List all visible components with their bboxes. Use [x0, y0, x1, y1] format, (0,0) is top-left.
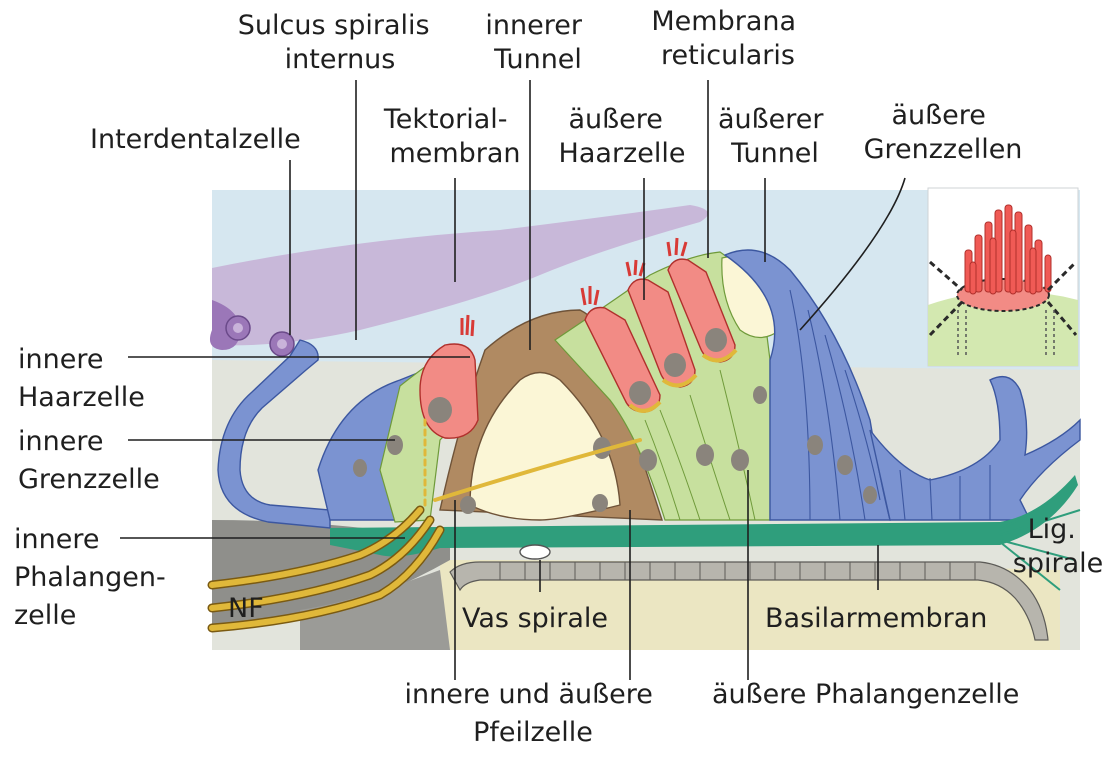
- label-innere-haarzelle: innere Haarzelle: [18, 344, 145, 413]
- label-inner-tunnel-line2: Tunnel: [493, 44, 582, 75]
- label-aeussere-phalangenzelle: äußere Phalangenzelle: [712, 679, 1019, 710]
- label-outer-border-line1: äußere: [892, 100, 986, 131]
- label-outer-hair-line2: Haarzelle: [559, 138, 686, 169]
- label-inner-phal-line3: zelle: [14, 600, 76, 631]
- bone-lower-wedge: [300, 570, 450, 650]
- label-aeussere-haarzelle: äußere Haarzelle: [559, 104, 686, 169]
- supporting-cell-nuclei: [353, 386, 877, 514]
- label-pfeil-line1: innere und äußere: [405, 679, 653, 710]
- tectorial-membrane: [212, 205, 708, 346]
- label-nf: NF: [228, 593, 264, 624]
- label-pfeil-line2: Pfeilzelle: [473, 717, 593, 748]
- nerve-fibers: [207, 418, 642, 633]
- label-interdentalzelle: Interdentalzelle: [90, 124, 301, 155]
- label-lig-line2: spirale: [1013, 548, 1103, 579]
- label-sulcus-spiralis: Sulcus spiralis internus: [238, 10, 438, 75]
- label-innere-grenzzelle: innere Grenzzelle: [18, 426, 160, 495]
- basilar-membrane: [330, 475, 1078, 557]
- label-tektorial-line1: Tektorial-: [383, 104, 508, 135]
- label-inner-phal-line1: innere: [14, 524, 99, 555]
- label-membrana-line1: Membrana: [651, 6, 796, 37]
- interdental-cells: [209, 300, 295, 357]
- vas-spirale: [519, 544, 551, 560]
- label-outer-border-line2: Grenzzellen: [864, 134, 1023, 165]
- label-inner-border-line2: Grenzzelle: [18, 464, 160, 495]
- label-basilarmembran: Basilarmembran: [765, 603, 987, 634]
- outer-hair-cell-1: [580, 286, 662, 413]
- label-membrana-line2: reticularis: [661, 40, 795, 71]
- label-lig-spirale: Lig. spirale: [1013, 514, 1103, 579]
- label-pfeilzelle: innere und äußere Pfeilzelle: [405, 679, 662, 748]
- outer-border-cell-partitions: [789, 289, 991, 521]
- spiral-ligament-fibers: [999, 487, 1081, 591]
- stereocilia-inset: [927, 187, 1079, 367]
- label-aeussere-grenzzellen: äußere Grenzzellen: [864, 100, 1023, 165]
- label-sulcus-line1: Sulcus spiralis: [238, 10, 430, 41]
- label-inner-tunnel-line1: innerer: [485, 10, 582, 41]
- claudius-cells: [869, 376, 1081, 521]
- stereocilia-bundle: [964, 204, 1052, 295]
- label-inner-phal-line2: Phalangen-: [14, 562, 166, 593]
- inner-sulcus-epithelium: [217, 339, 331, 529]
- label-membrana-reticularis: Membrana reticularis: [651, 6, 804, 71]
- label-outer-tunnel-line1: äußerer: [718, 104, 824, 135]
- inner-hair-cell: [419, 314, 479, 439]
- outer-hair-cell-3: [666, 237, 738, 363]
- tympanic-covering-layer: [449, 561, 1049, 641]
- label-tektorial-line2: membran: [389, 138, 520, 169]
- outer-hair-cell-2: [625, 259, 698, 388]
- label-lig-line1: Lig.: [1028, 514, 1076, 545]
- leader-lines: [120, 80, 906, 680]
- label-inner-hair-line1: innere: [18, 344, 103, 375]
- tympanic-cell-partitions: [499, 562, 976, 580]
- label-aeusserer-tunnel: äußerer Tunnel: [718, 104, 832, 169]
- label-inner-tunnel: innerer Tunnel: [485, 10, 590, 75]
- scala-tympani-lower: [440, 560, 1060, 650]
- label-inner-border-line1: innere: [18, 426, 103, 457]
- label-innere-phalangenzelle: innere Phalangen- zelle: [14, 524, 174, 631]
- label-vas-spirale: Vas spirale: [462, 603, 608, 634]
- label-sulcus-line2: internus: [285, 44, 396, 75]
- label-outer-tunnel-line2: Tunnel: [730, 138, 819, 169]
- label-tektorialmembran: Tektorial- membran: [383, 104, 521, 169]
- label-inner-hair-line2: Haarzelle: [18, 382, 145, 413]
- inner-tunnel: [469, 371, 621, 521]
- outer-border-cells: [723, 249, 891, 521]
- label-outer-hair-line1: äußere: [569, 104, 663, 135]
